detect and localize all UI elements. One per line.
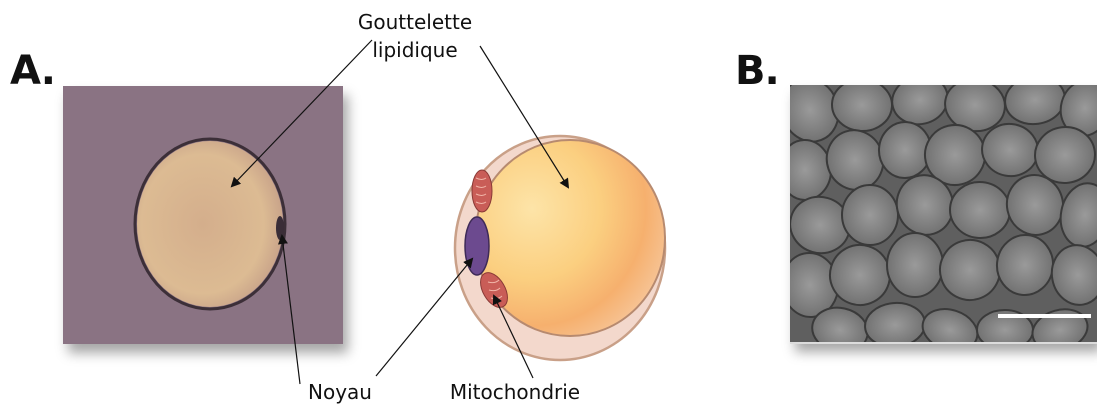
micrograph-droplet <box>137 141 283 307</box>
sem-adipocyte <box>841 185 898 246</box>
sem-adipocyte <box>887 233 943 297</box>
sem-panel <box>773 70 1097 358</box>
scale-bar <box>998 314 1091 318</box>
cell-schematic <box>455 136 665 360</box>
pointer-nucleus-schematic <box>376 259 472 376</box>
mitochondrion-upper <box>472 170 492 212</box>
nucleus-schematic <box>465 217 489 275</box>
sem-adipocyte <box>778 139 832 201</box>
micrograph-nucleus <box>276 216 284 240</box>
